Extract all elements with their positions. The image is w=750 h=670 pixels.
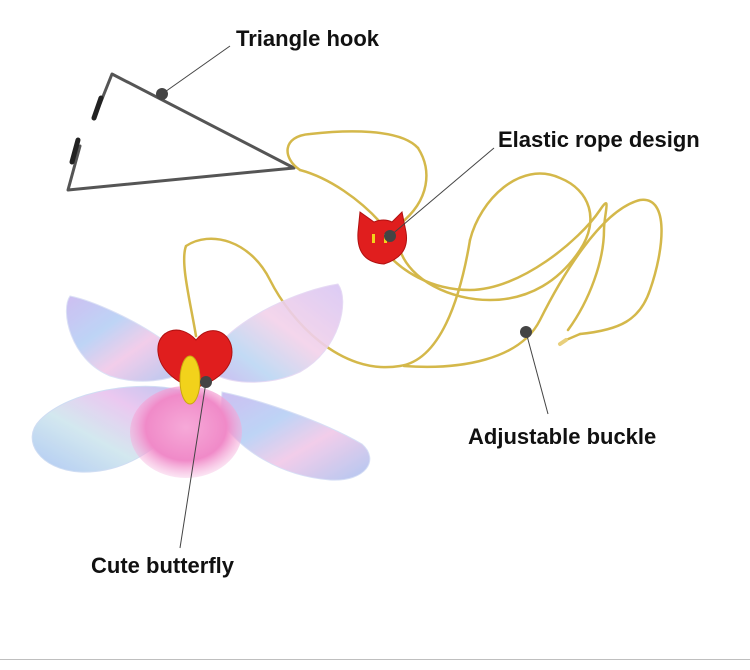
rope-segment-head-to-knot [398, 146, 428, 226]
label-triangle-hook: Triangle hook [236, 26, 380, 51]
rope-knot-end [558, 338, 568, 346]
dot-hook [156, 88, 168, 100]
elastic-rope [182, 130, 663, 369]
rope-end-tail [564, 332, 582, 342]
rope-lower-long [182, 237, 472, 369]
leader-buckle [525, 331, 549, 415]
callout-leaders [161, 45, 549, 549]
hook-tip-sleeve-bottom [69, 137, 81, 165]
rope-loop-at-hook [286, 130, 420, 172]
label-elastic-rope: Elastic rope design [498, 127, 700, 152]
wing-top-left [65, 295, 187, 382]
callout-dots [156, 88, 532, 388]
label-cute-butterfly: Cute butterfly [91, 553, 234, 578]
cat-eye-left [372, 234, 375, 243]
rope-segment-hook-to-head [298, 168, 382, 224]
rope-outer-arc [398, 172, 592, 302]
rope-long-loop [382, 202, 608, 332]
feather-tuft [130, 386, 242, 478]
hook-wire [66, 72, 296, 192]
rope-right-arc [402, 198, 663, 369]
leader-butterfly [179, 381, 207, 549]
bottom-divider [0, 659, 750, 660]
cat-head-felt [357, 210, 408, 265]
wing-top-right [213, 283, 344, 383]
cat-head-buckle [357, 210, 408, 265]
butterfly-yellow-spot [179, 355, 201, 405]
dot-elastic [384, 230, 396, 242]
label-adjustable-buckle: Adjustable buckle [468, 424, 657, 449]
dot-buckle [520, 326, 532, 338]
leader-elastic [389, 147, 495, 237]
hook-tip-sleeve-top [91, 95, 104, 121]
leader-hook [161, 45, 231, 95]
wing-bottom-right [219, 391, 371, 481]
triangle-hook [66, 72, 296, 192]
dot-butterfly [200, 376, 212, 388]
butterfly-toy [31, 283, 371, 481]
